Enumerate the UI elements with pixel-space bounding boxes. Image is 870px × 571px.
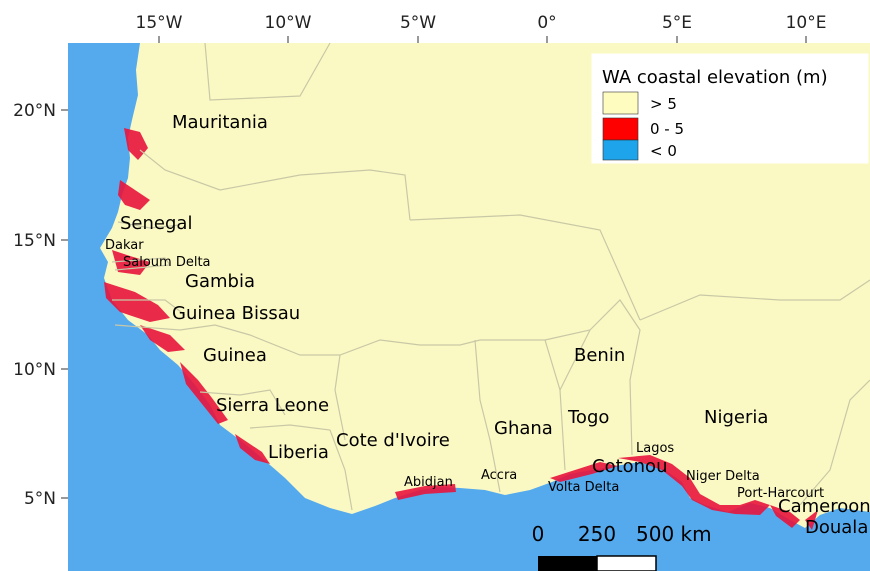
lowland-zone (104, 128, 818, 530)
country-label: Sierra Leone (216, 395, 329, 416)
country-labels: Mauritania Senegal Gambia Guinea Bissau … (120, 112, 870, 517)
scale-label: 0 (532, 522, 545, 546)
place-label: Lagos (636, 441, 674, 456)
country-label: Ghana (494, 418, 553, 439)
legend-swatch-below (602, 139, 639, 161)
place-label: Cotonou (592, 456, 667, 477)
country-label: Guinea (203, 345, 267, 366)
place-label: Port-Harcourt (737, 486, 824, 501)
legend-label: 0 - 5 (650, 120, 684, 138)
country-label: Mauritania (172, 112, 268, 133)
legend-swatch-low (602, 117, 639, 141)
place-label: Abidjan (404, 475, 453, 490)
scale-segment-white (596, 555, 657, 571)
lon-label: 15°W (136, 13, 183, 33)
lat-label: 10°N (13, 360, 56, 380)
country-label: Gambia (185, 271, 255, 292)
legend-label: > 5 (650, 95, 677, 113)
country-label: Senegal (120, 213, 192, 234)
country-label: Guinea Bissau (172, 303, 300, 324)
country-label: Liberia (268, 442, 329, 463)
scale-bar: 0 250 500 km (532, 522, 712, 571)
place-label: Douala (805, 517, 868, 538)
lon-label: 5°E (662, 13, 692, 33)
country-label: Benin (574, 345, 625, 366)
land (100, 43, 870, 528)
place-label: Accra (481, 468, 517, 483)
place-labels: Dakar Saloum Delta Abidjan Accra Volta D… (105, 238, 868, 538)
lat-label: 20°N (13, 101, 56, 121)
graticule-ticks (61, 36, 807, 499)
place-label: Saloum Delta (123, 255, 211, 270)
scale-label: 500 km (636, 522, 712, 546)
lat-label: 5°N (24, 489, 56, 509)
lon-label: 10°E (786, 13, 827, 33)
lon-label: 10°W (265, 13, 312, 33)
country-borders (111, 42, 870, 511)
lat-labels: 20°N 15°N 10°N 5°N (13, 101, 56, 509)
legend-title: WA coastal elevation (m) (602, 67, 828, 88)
country-label: Togo (567, 407, 609, 428)
lon-label: 5°W (400, 13, 436, 33)
legend: WA coastal elevation (m) > 5 0 - 5 < 0 (591, 53, 869, 164)
lon-label: 0° (537, 13, 556, 33)
lon-labels: 15°W 10°W 5°W 0° 5°E 10°E (136, 13, 827, 33)
place-label: Dakar (105, 238, 144, 253)
country-label: Nigeria (704, 407, 768, 428)
legend-swatch-high (602, 91, 639, 115)
scale-label: 250 (578, 522, 616, 546)
scale-segment-black (538, 556, 597, 571)
place-label: Niger Delta (686, 469, 760, 484)
lat-label: 15°N (13, 231, 56, 251)
place-label: Volta Delta (548, 480, 619, 495)
country-label: Cote d'Ivoire (336, 430, 450, 451)
country-label: Cameroon (778, 496, 870, 517)
legend-label: < 0 (650, 142, 677, 160)
